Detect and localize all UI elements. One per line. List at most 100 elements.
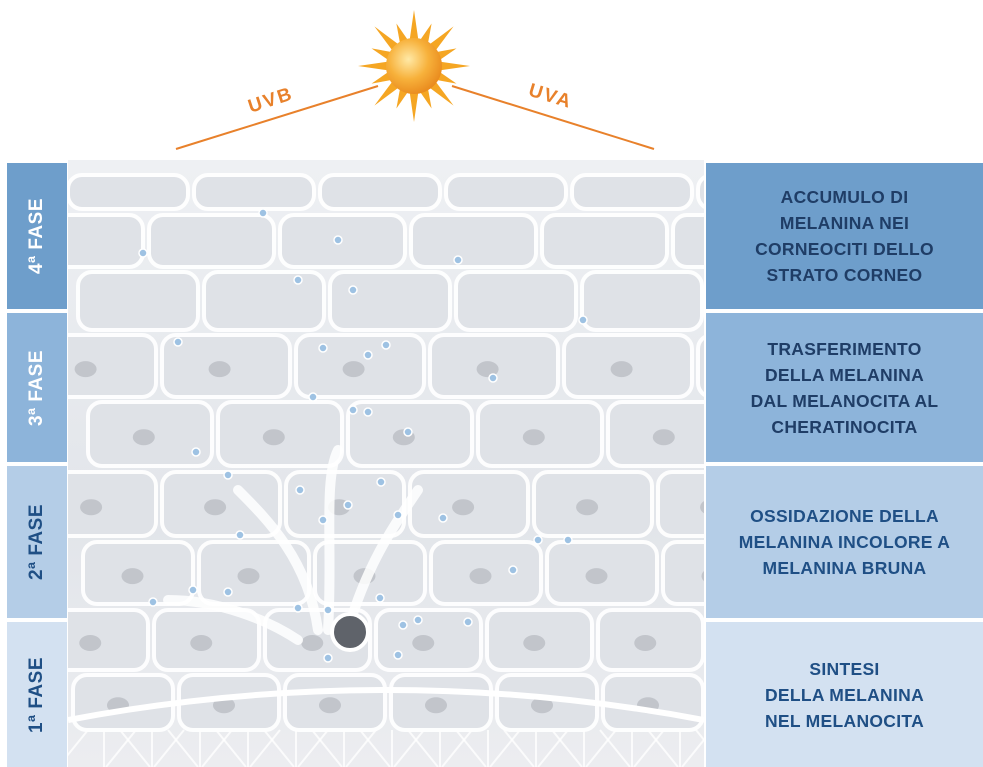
melanin-granule [189,586,197,594]
skin-cell [411,215,536,267]
cell-nucleus [634,635,656,651]
melanin-granule [349,286,357,294]
sun-icon [386,38,442,94]
melanin-granule [464,618,472,626]
melanin-granule [364,408,372,416]
phase-2-label: 2ª FASE [26,504,48,580]
melanin-granule [296,486,304,494]
melanin-granule [439,514,447,522]
skin-cell [194,175,314,209]
phase-2-description: OSSIDAZIONE DELLA MELANINA INCOLORE A ME… [739,503,950,581]
skin-cell [663,542,704,604]
melanin-granule [192,448,200,456]
phase-2-bar: 2ª FASE [7,466,67,618]
skin-cell [68,215,143,267]
phase-1-description: SINTESI DELLA MELANINA NEL MELANOCITA [765,656,924,734]
melanin-granule [319,344,327,352]
skin-cell [673,215,704,267]
melanin-granule [174,338,182,346]
cell-nucleus [301,635,323,651]
cell-nucleus [523,635,545,651]
cell-nucleus [470,568,492,584]
skin-cell [330,272,450,330]
phase-3-bar: 3ª FASE [7,313,67,462]
melanin-granule [414,616,422,624]
phase-4-bar: 4ª FASE [7,163,67,309]
cell-nucleus [452,499,474,515]
phase-3-description-box: TRASFERIMENTO DELLA MELANINA DAL MELANOC… [706,313,983,462]
melanin-granule [236,531,244,539]
skin-cell [68,175,188,209]
melanin-granule [294,276,302,284]
melanin-granule [294,604,302,612]
skin-cell [572,175,692,209]
phase-3-label: 3ª FASE [26,349,48,425]
melanin-granule [377,478,385,486]
melanin-granule [509,566,517,574]
melanin-granule [394,651,402,659]
skin-cell [658,472,704,536]
cell-nucleus [75,361,97,377]
cell-nucleus [122,568,144,584]
melanin-granule [404,428,412,436]
cell-nucleus [523,429,545,445]
skin-cell [320,175,440,209]
cell-nucleus [204,499,226,515]
melanin-granule [364,351,372,359]
melanin-granule [324,606,332,614]
cell-nucleus [611,361,633,377]
skin-cell [149,215,274,267]
skin-cell [542,215,667,267]
cell-nucleus [412,635,434,651]
cell-nucleus [263,429,285,445]
melanocyte-nucleus [332,614,368,650]
phase-3-description: TRASFERIMENTO DELLA MELANINA DAL MELANOC… [751,336,939,440]
skin-cell [582,272,702,330]
sun-spike [440,62,470,71]
melanin-granule [324,654,332,662]
melanin-granule [376,594,384,602]
melanin-granule [224,588,232,596]
sun-spike [410,92,419,122]
skin-cell [446,175,566,209]
phase-4-description-box: ACCUMULO DI MELANINA NEI CORNEOCITI DELL… [706,163,983,309]
melanin-granule [579,316,587,324]
cell-nucleus [79,635,101,651]
phase-1-label: 1ª FASE [26,656,48,732]
melanin-granule [259,209,267,217]
melanin-granule [309,393,317,401]
melanin-granule [344,501,352,509]
skin-cell [698,175,704,209]
skin-cell [698,335,704,397]
melanin-granule [399,621,407,629]
cell-nucleus [576,499,598,515]
melanin-granule [139,249,147,257]
skin-cells [68,175,704,730]
cell-nucleus [319,697,341,713]
cell-nucleus [133,429,155,445]
cell-nucleus [586,568,608,584]
phase-2-description-box: OSSIDAZIONE DELLA MELANINA INCOLORE A ME… [706,466,983,618]
phase-4-label: 4ª FASE [26,198,48,274]
melanin-granule [454,256,462,264]
melanin-granule [564,536,572,544]
cell-nucleus [343,361,365,377]
cell-nucleus [80,499,102,515]
melanin-granule [319,516,327,524]
sun-spike [410,10,419,40]
cell-nucleus [238,568,260,584]
skin-cell [78,272,198,330]
phase-1-bar: 1ª FASE [7,622,67,767]
melanin-granule [534,536,542,544]
melanin-granule [489,374,497,382]
melanin-granule [382,341,390,349]
skin-cell [68,610,148,670]
cell-nucleus [425,697,447,713]
cell-nucleus [190,635,212,651]
skin-cell-illustration [68,160,704,767]
melanin-granule [149,598,157,606]
sun-and-rays [0,0,983,170]
phase-4-description: ACCUMULO DI MELANINA NEI CORNEOCITI DELL… [755,184,934,288]
cell-nucleus [653,429,675,445]
